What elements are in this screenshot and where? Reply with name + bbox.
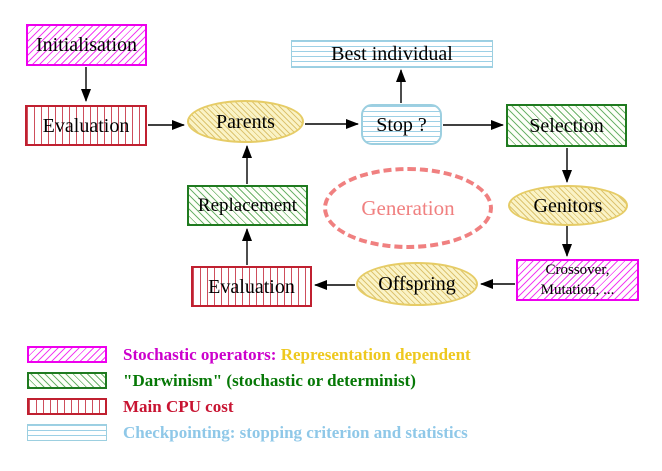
crossover-line2: Mutation, ... — [540, 282, 615, 298]
node-genitors: Genitors — [508, 185, 628, 226]
legend-row-cpu-cost: Main CPU cost — [27, 398, 233, 415]
node-replacement: Replacement — [187, 185, 308, 226]
legend-stochastic-label: Stochastic operators: — [123, 345, 277, 364]
red-stripes-swatch — [27, 398, 107, 415]
legend-darwinism-label: "Darwinism" (stochastic or determinist) — [123, 371, 416, 390]
node-initialisation: Initialisation — [26, 24, 147, 66]
legend-row-checkpointing: Checkpointing: stopping criterion and st… — [27, 424, 468, 441]
node-evaluation-top: Evaluation — [25, 105, 147, 146]
crossover-line1: Crossover, — [545, 261, 610, 278]
legend-cpu-cost-label: Main CPU cost — [123, 397, 234, 416]
legend-representation-label: Representation dependent — [280, 345, 471, 364]
legend-row-darwinism: "Darwinism" (stochastic or determinist) — [27, 372, 416, 389]
node-evaluation-bottom: Evaluation — [191, 266, 312, 307]
cyan-stripes-swatch — [27, 424, 107, 441]
generation-cycle-ellipse: Generation — [323, 167, 493, 249]
legend-row-stochastic: Stochastic operators: Representation dep… — [27, 346, 471, 363]
node-parents: Parents — [187, 100, 304, 143]
green-hatch-swatch — [27, 372, 107, 389]
legend-checkpointing-label: Checkpointing: stopping criterion and st… — [123, 423, 468, 442]
node-stop: Stop ? — [361, 104, 442, 145]
node-offspring: Offspring — [356, 262, 478, 306]
node-selection: Selection — [506, 104, 627, 147]
node-best-individual: Best individual — [291, 40, 493, 68]
node-crossover-mutation: Crossover, Mutation, ... — [516, 259, 639, 301]
magenta-hatch-swatch — [27, 346, 107, 363]
